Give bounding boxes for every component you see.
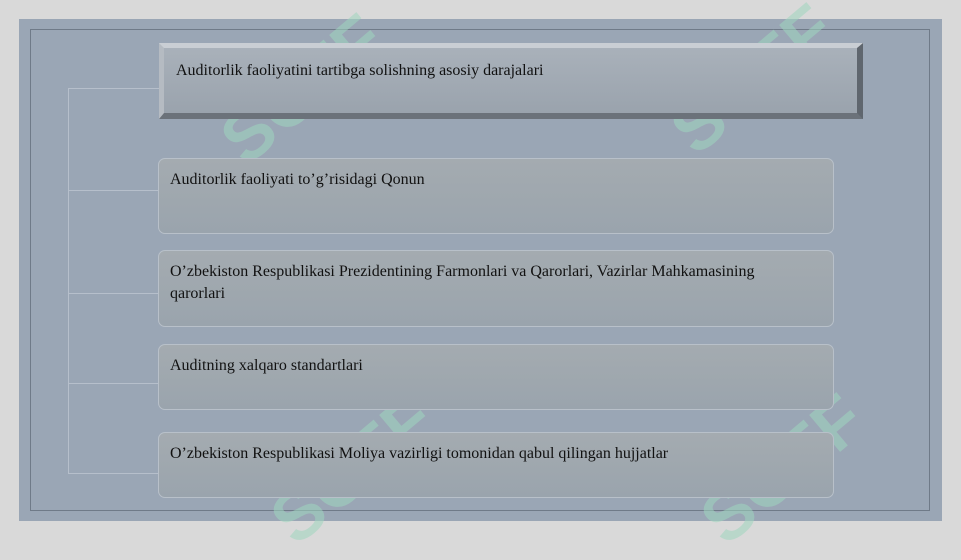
tree-connector-horizontal xyxy=(68,190,158,191)
title-text: Auditorlik faoliyatini tartibga solishni… xyxy=(176,62,544,79)
slide-frame xyxy=(30,29,930,511)
item-text: O’zbekiston Respublikasi Prezidentining … xyxy=(170,263,755,302)
item-text: Auditorlik faoliyati to’g’risidagi Qonun xyxy=(170,171,425,188)
item-box: Auditning xalqaro standartlari xyxy=(158,344,834,410)
tree-connector-horizontal xyxy=(68,88,159,89)
tree-connector-horizontal xyxy=(68,473,158,474)
item-text: Auditning xalqaro standartlari xyxy=(170,357,363,374)
tree-connector-vertical xyxy=(68,88,69,474)
tree-connector-horizontal xyxy=(68,383,158,384)
item-text: O’zbekiston Respublikasi Moliya vazirlig… xyxy=(170,445,669,462)
item-box: O’zbekiston Respublikasi Prezidentining … xyxy=(158,250,834,327)
slide: SOFF SOFF SOFF SOFF Auditorlik faoliyati… xyxy=(19,0,942,559)
tree-connector-horizontal xyxy=(68,293,158,294)
item-box: Auditorlik faoliyati to’g’risidagi Qonun xyxy=(158,158,834,234)
title-box: Auditorlik faoliyatini tartibga solishni… xyxy=(159,43,863,119)
item-box: O’zbekiston Respublikasi Moliya vazirlig… xyxy=(158,432,834,498)
